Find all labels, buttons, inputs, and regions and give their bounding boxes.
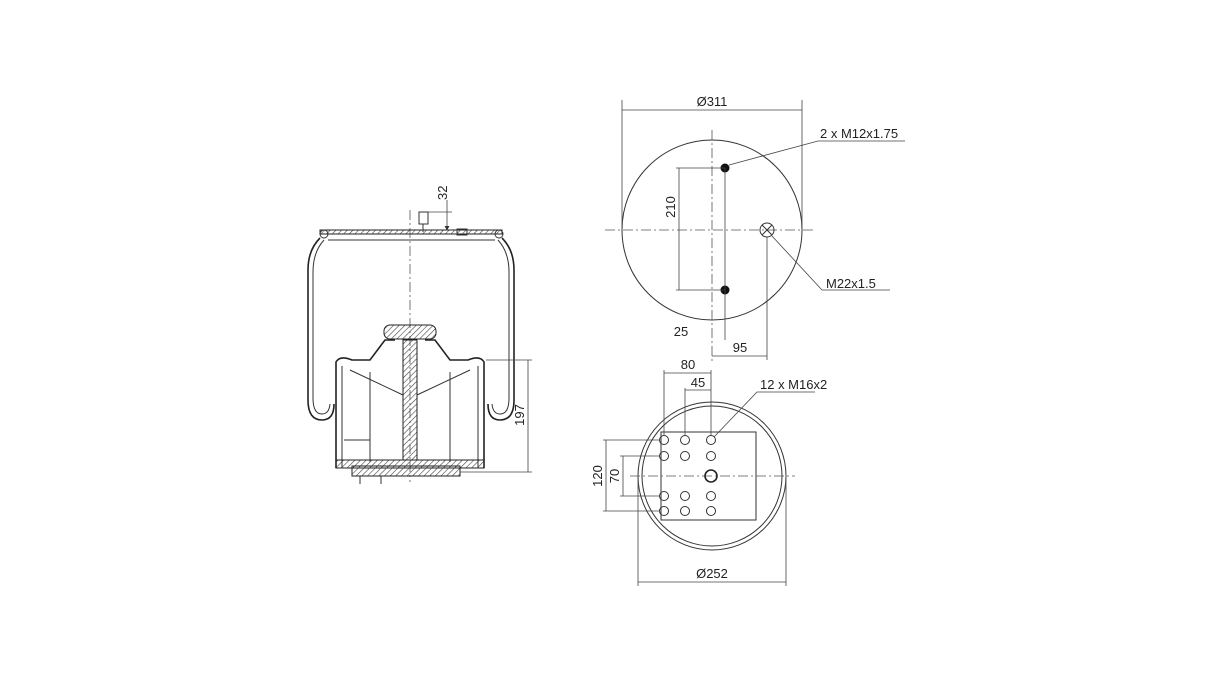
label-m12: 2 x M12x1.75 [820,126,898,141]
bellows-left [307,237,335,421]
top-view: Ø311 210 25 95 2 x M12x1.75 M22x1.5 [605,94,905,362]
side-view: 32 197 [307,186,532,484]
center-hole [704,469,718,483]
dim-label-252: Ø252 [696,566,728,581]
dim-label-70: 70 [607,469,622,483]
dim-label-95: 95 [733,340,747,355]
dim-label-210: 210 [663,196,678,218]
piston-left [335,339,395,468]
m16-hole-pattern [659,435,716,516]
leader-m16 [713,391,815,438]
air-fitting [418,211,429,225]
center-bolt [402,339,418,461]
bottom-view: 80 45 12 x M16x2 120 70 Ø252 [590,357,827,586]
piston-right [425,339,485,468]
label-m16: 12 x M16x2 [760,377,827,392]
dim-label-25: 25 [674,324,688,339]
dim-label-80: 80 [681,357,695,372]
dim-label-120: 120 [590,465,605,487]
dim-label-197: 197 [512,404,527,426]
dim-label-32: 32 [435,186,450,200]
leader-m12 [728,140,905,166]
top-plate [319,229,503,235]
bump-stop [383,324,437,340]
mounting-stud [456,228,468,236]
dim-label-45: 45 [691,375,705,390]
bellows-right [487,237,515,421]
leader-m22 [771,235,890,291]
label-m22: M22x1.5 [826,276,876,291]
base-plate [351,465,461,477]
dim-label-311: Ø311 [697,94,728,109]
